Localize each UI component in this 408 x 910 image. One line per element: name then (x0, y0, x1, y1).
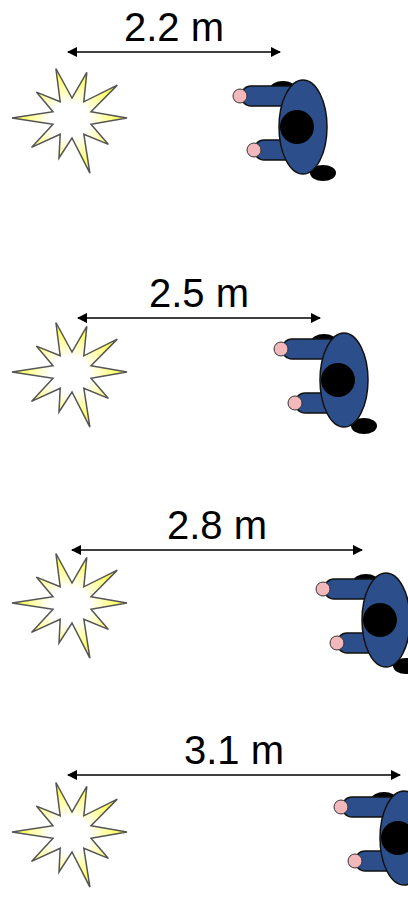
person-figure (233, 80, 336, 181)
dimension-arrow (68, 774, 400, 776)
explosion (12, 323, 127, 428)
person-figure (316, 573, 408, 674)
dimension-label: 2.5 m (149, 273, 249, 313)
dimension-label: 3.1 m (184, 730, 284, 770)
explosion (12, 69, 127, 174)
explosion (12, 554, 127, 659)
person-figure (274, 333, 377, 434)
dimension-label: 2.8 m (167, 505, 267, 545)
explosion (12, 783, 127, 888)
dimension-arrow (78, 317, 320, 319)
dimension-label: 2.2 m (124, 7, 224, 47)
dimension-arrow (72, 549, 362, 551)
dimension-arrow (68, 51, 280, 53)
person-figure (334, 791, 408, 892)
